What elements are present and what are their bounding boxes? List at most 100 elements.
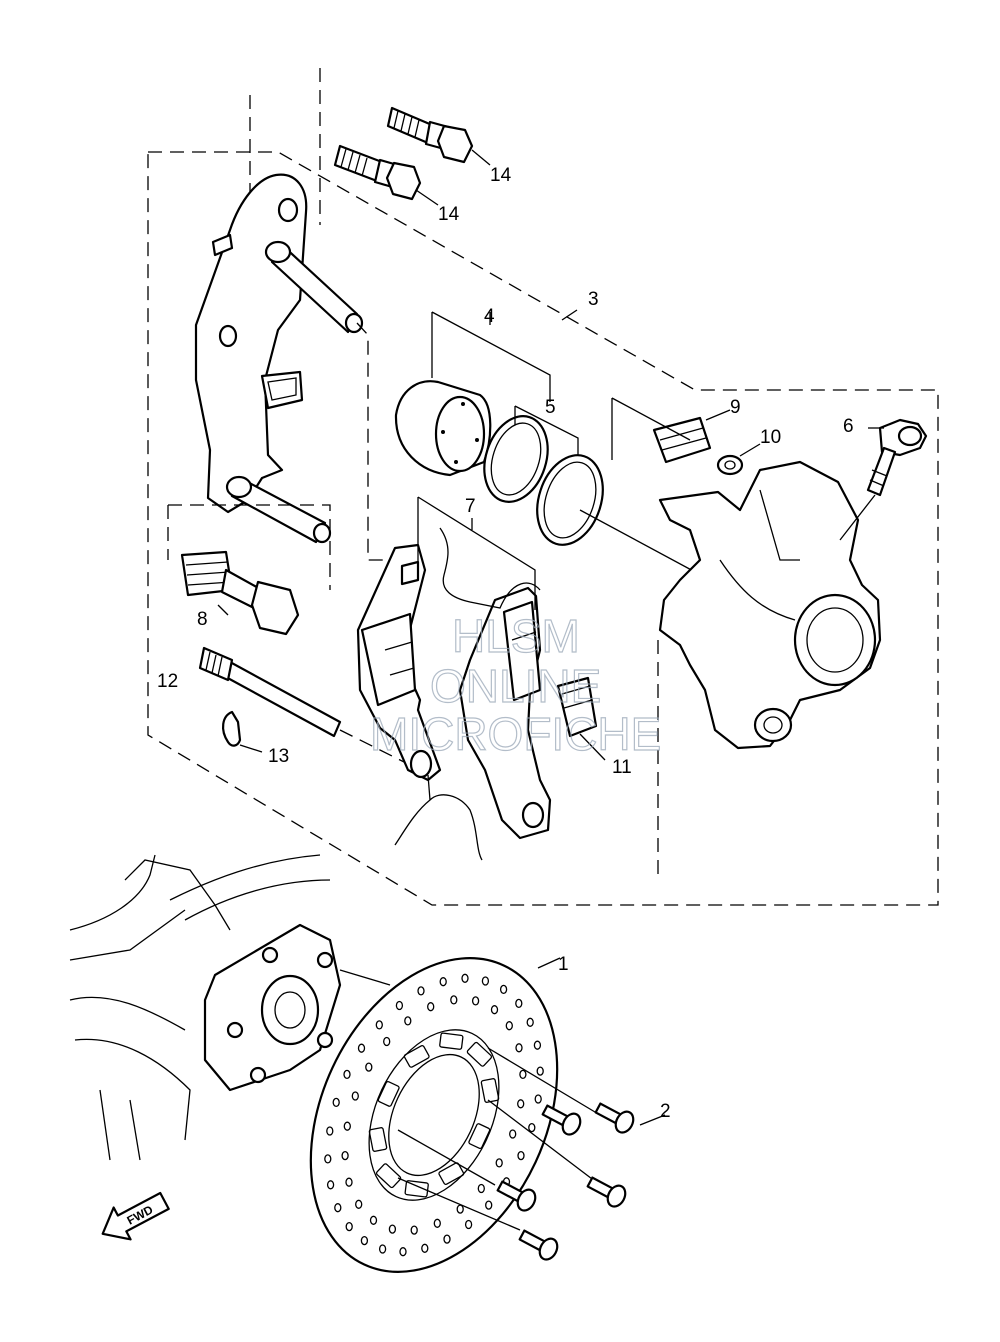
disc-vent-hole bbox=[399, 1247, 407, 1257]
disc-vent-hole bbox=[417, 986, 425, 996]
disc-vent-hole bbox=[326, 1126, 334, 1136]
disc-vent-hole bbox=[471, 996, 480, 1006]
disc-vent-hole bbox=[365, 1062, 373, 1072]
disc-carrier-slot bbox=[466, 1041, 493, 1067]
disc-carrier-slot bbox=[375, 1163, 402, 1189]
disc-vent-hole bbox=[375, 1020, 383, 1030]
callout-4: 4 bbox=[484, 306, 495, 327]
disc-vent-hole bbox=[383, 1036, 391, 1047]
callout-14-upper: 14 bbox=[490, 165, 512, 186]
callout-10: 10 bbox=[760, 427, 781, 448]
disc-vent-hole bbox=[324, 1154, 332, 1164]
callout-9: 9 bbox=[730, 397, 741, 418]
disc-vent-hole bbox=[534, 1094, 542, 1104]
disc-vent-hole bbox=[481, 976, 490, 986]
disc-vent-hole bbox=[351, 1091, 359, 1101]
disc-vent-hole bbox=[343, 1069, 351, 1080]
pad-pin-clip bbox=[222, 710, 263, 753]
callout-leaders bbox=[471, 309, 578, 530]
disc-vent-hole bbox=[536, 1066, 544, 1076]
disc-vent-hole bbox=[345, 1221, 353, 1232]
callout-3: 3 bbox=[588, 289, 599, 310]
callout-14-lower: 14 bbox=[438, 204, 460, 225]
callout-6: 6 bbox=[843, 416, 854, 437]
disc-carrier-slot bbox=[403, 1045, 430, 1068]
callout-5: 5 bbox=[545, 397, 556, 418]
disc-vent-hole bbox=[410, 1225, 418, 1235]
disc-vent-hole bbox=[519, 1069, 527, 1080]
disc-vent-hole bbox=[515, 998, 523, 1009]
disc-carrier-slot bbox=[368, 1127, 388, 1152]
brake-pad-inner bbox=[417, 496, 552, 840]
disc-carrier-slot bbox=[439, 1032, 464, 1050]
pad-spring bbox=[394, 527, 541, 861]
disc-vent-hole bbox=[450, 995, 458, 1005]
forward-direction-arrow: FWD bbox=[101, 1191, 170, 1241]
disc-vent-hole bbox=[509, 1129, 517, 1139]
watermark-line-3: MICROFICHE bbox=[370, 708, 661, 760]
callout-12: 12 bbox=[157, 671, 178, 692]
disc-vent-hole bbox=[495, 1158, 503, 1168]
disc-vent-hole bbox=[343, 1121, 351, 1131]
disc-bolts bbox=[397, 1047, 666, 1261]
disc-vent-hole bbox=[345, 1177, 353, 1187]
disc-carrier-slot bbox=[438, 1162, 465, 1185]
pad-support-plate bbox=[556, 676, 606, 761]
disc-vent-hole bbox=[433, 1218, 441, 1228]
flange-bolt-lower bbox=[333, 144, 439, 206]
disc-vent-hole bbox=[357, 1043, 366, 1053]
callout-8: 8 bbox=[197, 609, 208, 630]
disc-vent-hole bbox=[526, 1017, 534, 1027]
bleed-screw bbox=[839, 418, 928, 541]
disc-vent-hole bbox=[517, 1099, 525, 1109]
washer bbox=[716, 443, 761, 476]
caliper-bracket bbox=[194, 173, 400, 561]
disc-vent-hole bbox=[360, 1235, 369, 1246]
caliper-boot bbox=[611, 397, 731, 464]
slide-pin-boot bbox=[168, 504, 331, 636]
disc-vent-hole bbox=[517, 1150, 525, 1161]
disc-carrier-slot bbox=[377, 1080, 400, 1107]
brake-pad-outer bbox=[356, 543, 442, 782]
caliper-body bbox=[658, 460, 882, 750]
disc-vent-hole bbox=[505, 1021, 513, 1031]
watermark-line-2: ONLINE bbox=[430, 660, 601, 712]
disc-vent-hole bbox=[515, 1043, 523, 1053]
disc-vent-hole bbox=[395, 1000, 404, 1011]
disc-carrier-slot bbox=[480, 1078, 500, 1103]
callout-2: 2 bbox=[660, 1101, 671, 1122]
disc-vent-hole bbox=[439, 977, 447, 987]
disc-carrier-slot bbox=[468, 1123, 491, 1150]
watermark-line-1: HLSM bbox=[452, 610, 580, 662]
disc-vent-hole bbox=[378, 1244, 387, 1254]
callout-7: 7 bbox=[465, 496, 476, 517]
caliper-piston bbox=[394, 311, 551, 477]
disc-vent-hole bbox=[332, 1097, 340, 1108]
disc-vent-hole bbox=[334, 1203, 342, 1213]
disc-vent-hole bbox=[388, 1224, 397, 1234]
brake-disc bbox=[309, 957, 561, 1273]
disc-vent-hole bbox=[443, 1234, 451, 1244]
swingarm-hub bbox=[69, 854, 391, 1161]
disc-vent-hole bbox=[464, 1219, 473, 1230]
callout-11: 11 bbox=[612, 757, 632, 778]
disc-vent-hole bbox=[369, 1215, 378, 1225]
disc-vent-hole bbox=[461, 973, 469, 983]
disc-vent-hole bbox=[421, 1243, 429, 1253]
disc-vent-hole bbox=[533, 1040, 542, 1050]
disc-vent-hole bbox=[499, 984, 508, 995]
piston-seal-rings bbox=[483, 405, 711, 581]
watermark: HLSM ONLINE MICROFICHE bbox=[369, 609, 662, 760]
callout-labels: 1 2 3 4 5 6 7 8 9 10 11 12 13 14 14 bbox=[157, 165, 854, 1122]
disc-vent-hole bbox=[528, 1122, 536, 1133]
disc-vent-hole bbox=[326, 1180, 335, 1190]
disc-vent-hole bbox=[427, 1002, 435, 1012]
callout-1: 1 bbox=[558, 954, 569, 975]
disc-vent-hole bbox=[477, 1183, 485, 1194]
disc-vent-hole bbox=[404, 1016, 412, 1026]
callout-13: 13 bbox=[268, 746, 289, 767]
disc-vent-hole bbox=[341, 1150, 349, 1161]
disc-vent-hole bbox=[490, 1005, 499, 1015]
flange-bolt-upper bbox=[386, 106, 491, 166]
